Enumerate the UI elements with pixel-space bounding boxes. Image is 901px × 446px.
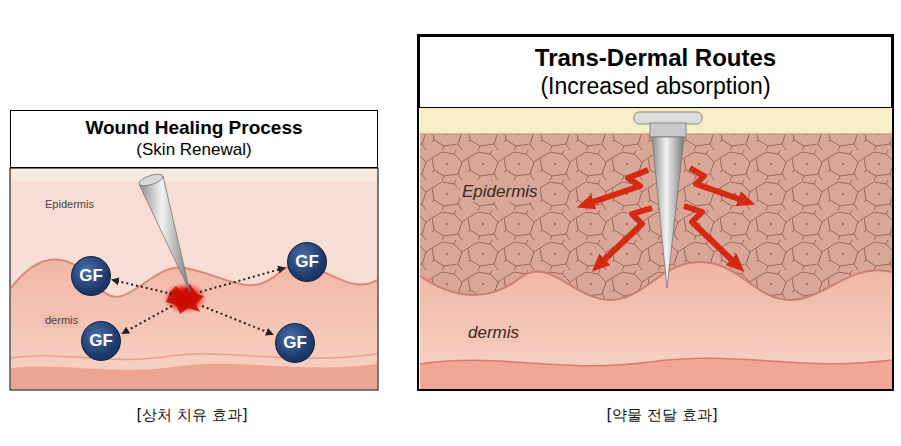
caption: [약물 전달 효과] [510, 406, 814, 425]
node-heading: GF [295, 252, 319, 272]
node-heading: GF [89, 331, 113, 351]
node-heading: Trans-Dermal Routes [535, 44, 776, 73]
node-subheading: (Skin Renewal) [136, 140, 251, 160]
node-heading: Wound Healing Process [85, 117, 302, 140]
gf-circle: GF [71, 256, 111, 296]
gf-circle: GF [81, 321, 121, 361]
title-box: Wound Healing Process(Skin Renewal) [10, 110, 378, 168]
gf-circle: GF [287, 242, 327, 282]
layer-label: Epidermis [43, 198, 96, 212]
caption: [상처 치유 효과] [40, 406, 344, 425]
node-subheading: (Increased absorption) [540, 73, 770, 101]
layer-label: Epidermis [460, 181, 540, 202]
layer-label: dermis [43, 314, 80, 328]
title-box: Trans-Dermal Routes(Increased absorption… [419, 36, 892, 108]
gf-circle: GF [275, 323, 315, 363]
node-heading: GF [79, 266, 103, 286]
node-heading: GF [283, 333, 307, 353]
layer-label: dermis [466, 322, 521, 343]
